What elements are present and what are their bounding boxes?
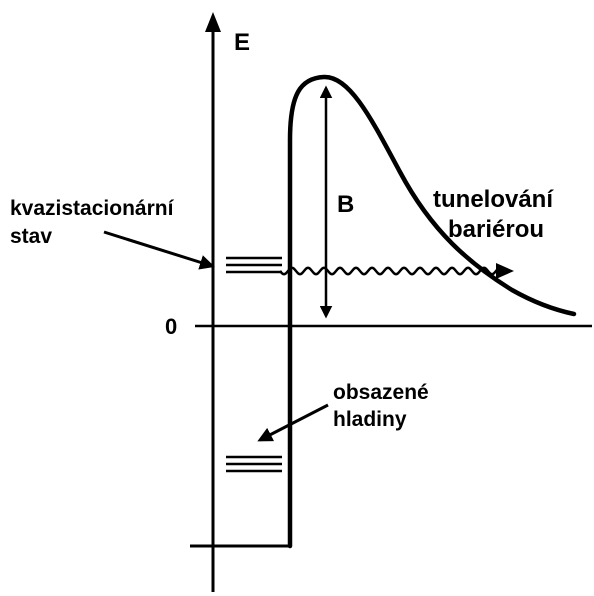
occupied-levels-pointer-arrow bbox=[257, 403, 329, 442]
tunneling-label-line2: bariérou bbox=[448, 216, 544, 243]
quasi-state-label-line2: stav bbox=[10, 225, 52, 248]
quasi-state-label-line1: kvazistacionární bbox=[10, 197, 175, 220]
barrier-height-label: B bbox=[337, 191, 354, 218]
zero-label: 0 bbox=[165, 314, 177, 339]
barrier-curve bbox=[287, 74, 577, 549]
quasi-stationary-levels bbox=[226, 256, 282, 274]
occupied-label-line1: obsazené bbox=[333, 381, 429, 404]
tunneling-wavy-arrow bbox=[279, 266, 499, 276]
occupied-levels bbox=[226, 455, 282, 473]
occupied-label-line2: hladiny bbox=[333, 408, 407, 431]
energy-axis-arrowhead bbox=[205, 12, 221, 32]
tunneling-arrowhead bbox=[496, 263, 514, 279]
tunneling-label-line1: tunelování bbox=[433, 186, 554, 213]
quasi-state-pointer-arrow bbox=[103, 230, 215, 270]
energy-axis-label: E bbox=[234, 29, 250, 56]
